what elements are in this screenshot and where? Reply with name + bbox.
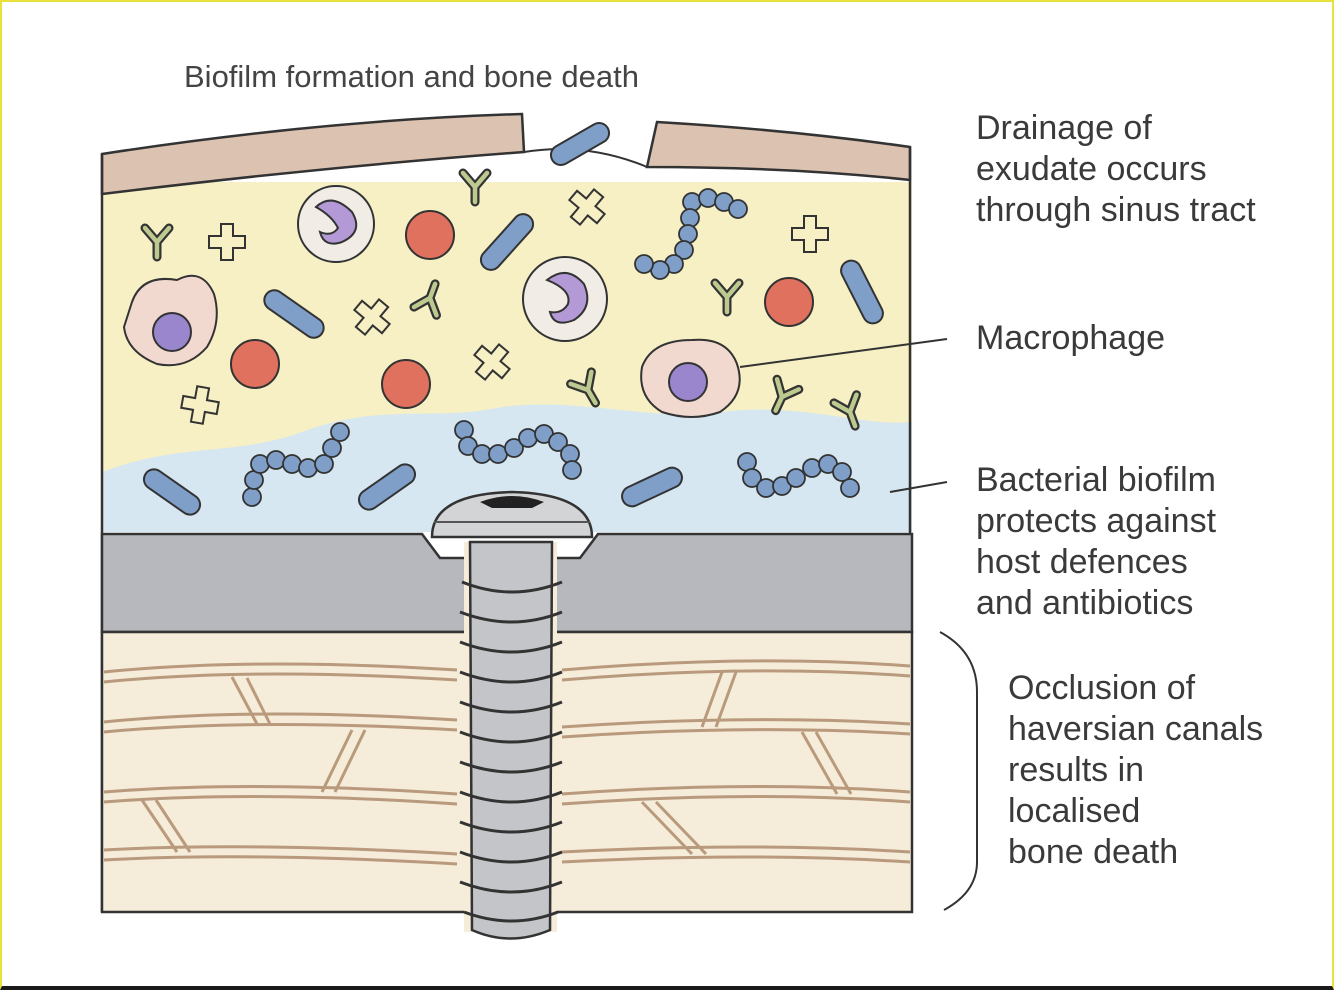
skin-right — [647, 122, 910, 180]
drainage-label: Drainage of exudate occurs through sinus… — [976, 108, 1256, 231]
biofilm-label: Bacterial biofilm protects against host … — [976, 460, 1216, 624]
bone-bracket — [940, 632, 977, 910]
diagram-title: Biofilm formation and bone death — [184, 56, 639, 97]
occlusion-label: Occlusion of haversian canals results in… — [1008, 668, 1263, 873]
macrophage-label: Macrophage — [976, 318, 1165, 359]
